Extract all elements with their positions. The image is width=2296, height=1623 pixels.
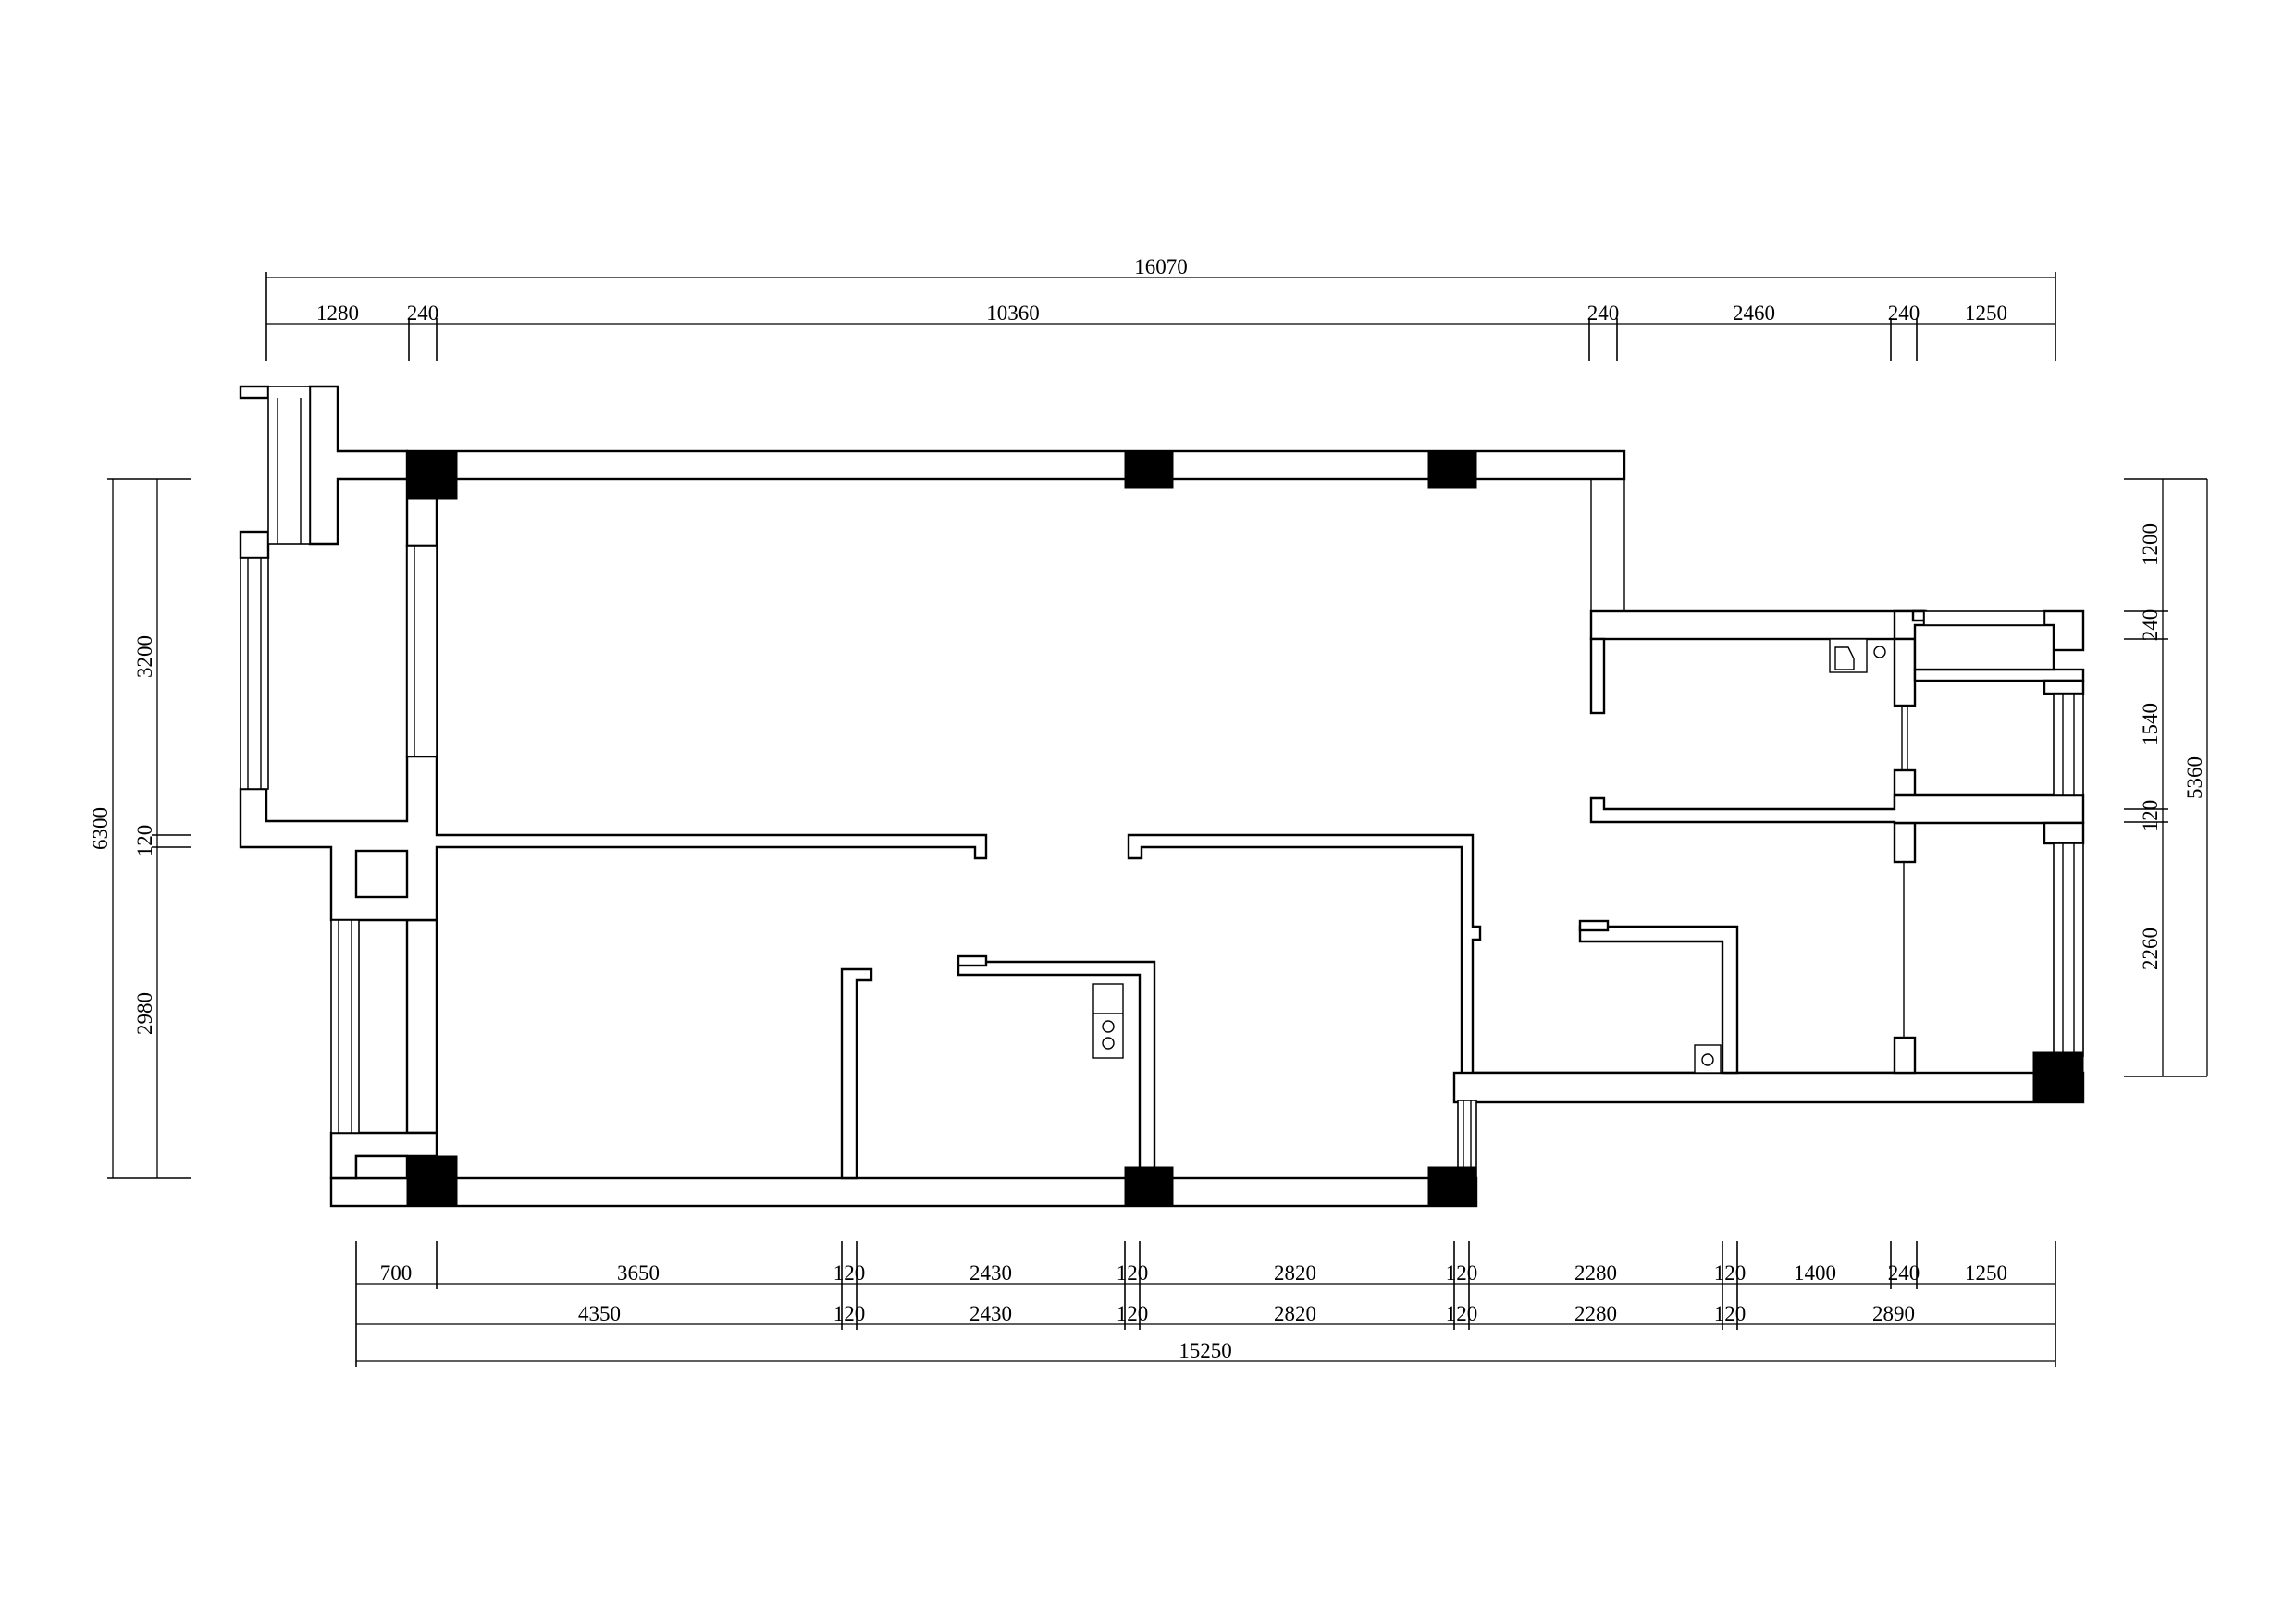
walls [239, 385, 2085, 1208]
wall-far-right-lower-2 [2043, 679, 2085, 695]
wall-balcony-upper [308, 385, 409, 546]
dim-left-2: 2980 [133, 992, 156, 1035]
window-bottom-right [1457, 1100, 1477, 1179]
dim-right-total: 5360 [2183, 756, 2206, 799]
dim-top-total: 16070 [1134, 255, 1188, 278]
dim-b2-4: 2820 [1274, 1302, 1316, 1325]
dim-b1-3: 2430 [969, 1261, 1012, 1285]
burner-2-icon [1102, 1037, 1115, 1050]
wall-right-bottom [1452, 1071, 2085, 1104]
dim-right-4: 2260 [2139, 928, 2162, 970]
wall-right-bath [1911, 609, 1926, 622]
wall-kitchen-cap [957, 954, 988, 967]
dim-b2-0: 4350 [578, 1302, 621, 1325]
dimensions: 16070 1280 240 10360 240 2460 240 1250 7… [89, 255, 2208, 1367]
wall-right-room [1578, 925, 1739, 1075]
wall-right-vertical-3 [1893, 821, 1917, 864]
window-left-shaft [406, 545, 438, 757]
columns [406, 450, 2084, 1207]
dim-top-3: 240 [1587, 301, 1620, 325]
wall-balcony-top-cap [239, 385, 270, 400]
dim-b1-4: 120 [1117, 1261, 1149, 1285]
column-2 [1124, 450, 1174, 489]
burner-1-icon [1102, 1020, 1115, 1033]
column-4 [406, 1155, 458, 1207]
dim-top-6: 1250 [1965, 301, 2007, 325]
dim-b1-5: 2820 [1274, 1261, 1316, 1285]
wall-right-mid [1589, 793, 2085, 825]
stove-right [1694, 1044, 1722, 1074]
dim-top-1: 240 [407, 301, 439, 325]
wall-right-upper-stub [1589, 637, 1606, 715]
wall-far-right-box [1913, 668, 2085, 682]
wall-balcony-post [239, 530, 270, 559]
window-balcony-top [267, 386, 311, 545]
dim-bottom-total: 15250 [1179, 1339, 1232, 1362]
dim-left-1: 120 [133, 825, 156, 857]
column-1 [406, 450, 458, 500]
dim-left-0: 3200 [133, 635, 156, 678]
window-right-top [1923, 610, 2045, 626]
wall-bottom [329, 1176, 1478, 1208]
dim-b1-0: 700 [380, 1261, 413, 1285]
dim-b1-7: 2280 [1574, 1261, 1617, 1285]
wall-middle-left [239, 755, 988, 922]
dim-right-3: 120 [2139, 800, 2162, 832]
dim-top-4: 2460 [1733, 301, 1775, 325]
dim-b2-2: 2430 [969, 1302, 1012, 1325]
wall-far-right-lower [2043, 821, 2085, 845]
dim-b1-10: 240 [1888, 1261, 1920, 1285]
dim-right-1: 240 [2139, 609, 2162, 642]
wall-right-vertical-4 [1893, 1036, 1917, 1075]
column-7 [2032, 1051, 2084, 1103]
column-6 [1427, 1166, 1477, 1207]
dim-b1-1: 3650 [617, 1261, 660, 1285]
column-3 [1427, 450, 1477, 489]
dim-b1-11: 1250 [1965, 1261, 2007, 1285]
wall-far-right-shaft [1913, 623, 2055, 671]
wall-right-vertical [1893, 637, 1917, 707]
window-left-lower [330, 919, 360, 1134]
window-right-1 [2053, 693, 2084, 796]
dim-b2-5: 120 [1446, 1302, 1478, 1325]
dim-top-0: 1280 [316, 301, 359, 325]
wall-right-room-cap [1578, 919, 1610, 932]
wall-center-left [840, 967, 873, 1180]
drain-icon [1873, 646, 1886, 658]
windows [240, 386, 2084, 1179]
shaft-box [354, 849, 409, 899]
dim-top-2: 10360 [986, 301, 1040, 325]
burner-right-icon [1701, 1053, 1714, 1066]
dim-b1-6: 120 [1446, 1261, 1478, 1285]
wall-right-upper-top [1589, 609, 1928, 641]
dim-left-total: 6300 [89, 807, 112, 850]
dim-b1-8: 120 [1714, 1261, 1747, 1285]
dim-right-2: 1540 [2139, 703, 2162, 745]
column-5 [1124, 1166, 1174, 1207]
dim-b1-2: 120 [833, 1261, 866, 1285]
dim-top-5: 240 [1888, 301, 1920, 325]
wall-bottom-left-inner [354, 1154, 409, 1180]
dim-b1-9: 1400 [1794, 1261, 1836, 1285]
window-balcony-left [240, 557, 269, 790]
window-right-2 [2053, 842, 2084, 1057]
dim-right-0: 1200 [2139, 523, 2162, 566]
dim-b2-7: 120 [1714, 1302, 1747, 1325]
dim-b2-6: 2280 [1574, 1302, 1617, 1325]
wall-middle-right [1127, 833, 1896, 1102]
wall-kitchen [957, 960, 1156, 1180]
dim-b2-8: 2890 [1872, 1302, 1915, 1325]
dim-b2-3: 120 [1117, 1302, 1149, 1325]
wall-left-lower [405, 918, 438, 1135]
fixtures [1092, 638, 1886, 1074]
dim-b2-1: 120 [833, 1302, 866, 1325]
